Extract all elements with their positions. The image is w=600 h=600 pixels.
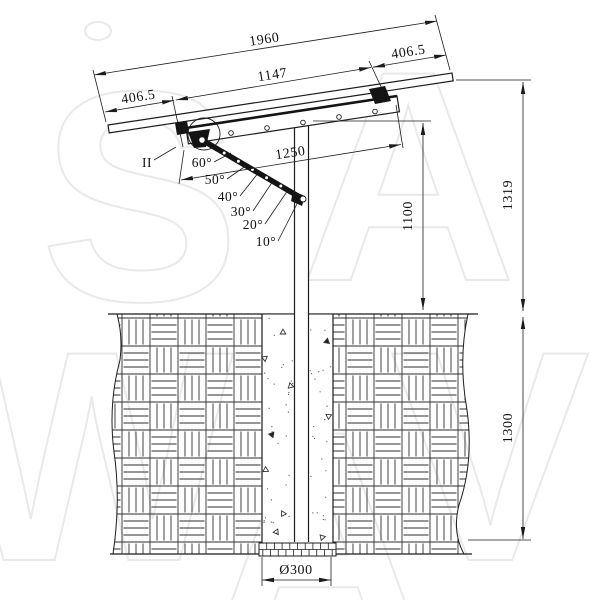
dim-left-406-text: 406.5 — [120, 88, 156, 108]
angle-label-10: 10° — [256, 234, 276, 249]
right-panel-clamp — [369, 86, 391, 104]
pier-footing — [258, 542, 337, 557]
mounting-pole — [293, 120, 310, 542]
dimension-foundation-diameter: Ø300 — [261, 557, 332, 586]
dim-1100-text: 1100 — [401, 201, 416, 231]
ground-hatch-left — [111, 313, 263, 555]
dim-1960-text: 1960 — [248, 30, 280, 49]
hinge-pin — [198, 136, 206, 144]
detail-label-text: II — [142, 155, 152, 170]
ground-hatch-right — [332, 313, 470, 555]
tilt-angle-labels: 60° 50° 40° 30° 20° 10° — [192, 152, 301, 249]
dim-1300-text: 1300 — [501, 413, 516, 443]
angle-label-20: 20° — [243, 217, 263, 232]
angle-label-30: 30° — [231, 204, 251, 219]
left-panel-clamp — [175, 121, 189, 135]
aggregate-symbols — [260, 328, 333, 542]
dimension-1100: 1100 — [313, 120, 431, 310]
concrete-speckles — [263, 317, 332, 534]
dimension-left-406: 406.5 — [104, 88, 175, 113]
dim-foundation-diameter-text: Ø300 — [279, 563, 313, 578]
angle-label-60: 60° — [192, 155, 212, 170]
detail-callout: II — [142, 146, 177, 170]
dimension-1960: 1960 — [92, 14, 451, 123]
dim-1147-text: 1147 — [257, 66, 289, 85]
dimension-1250: 1250 — [178, 104, 404, 185]
support-rail — [185, 94, 401, 145]
dimension-right-406: 406.5 — [372, 43, 447, 68]
angle-label-50: 50° — [205, 172, 225, 187]
strut-end-pin — [299, 195, 307, 203]
dim-1250-text: 1250 — [274, 144, 306, 163]
dimension-1300: 1300 — [468, 317, 531, 541]
dimension-1319: 1319 — [456, 79, 531, 311]
dim-1319-text: 1319 — [501, 180, 516, 210]
dim-right-406-text: 406.5 — [390, 43, 426, 63]
angle-label-40: 40° — [218, 189, 238, 204]
footing-bricks — [262, 543, 333, 556]
